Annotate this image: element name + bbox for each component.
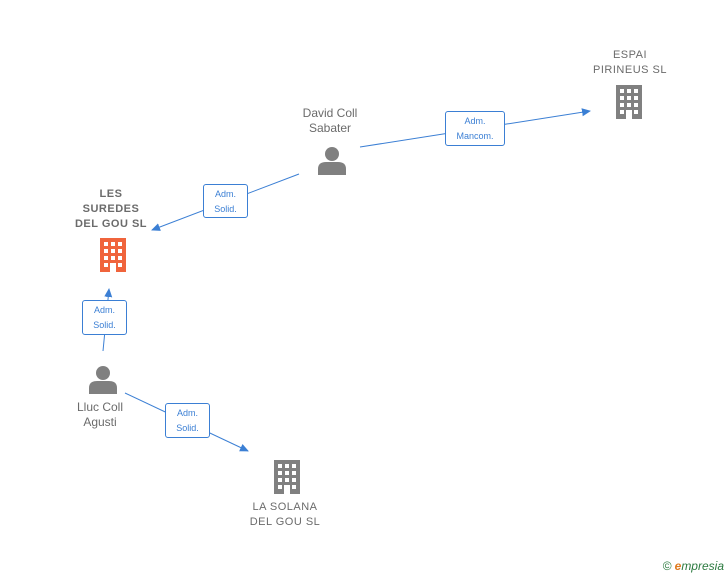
copyright-symbol: © [662,559,672,573]
edge-label-line2: Solid. [93,320,116,330]
building-icon[interactable] [97,238,129,272]
node-label-david-coll-sabater[interactable]: David Coll Sabater [302,106,358,135]
person-icon[interactable] [317,145,347,175]
edge-label-line2: Mancom. [456,131,494,141]
empresia-watermark: ©empresia [663,559,724,573]
node-label-la-solana[interactable]: LA SOLANA DEL GOU SL [249,501,321,528]
node-label-lluc-coll-agusti[interactable]: Lluc Coll Agusti [76,400,124,429]
edge-label-line1: Adm. [93,305,115,315]
edge-label-adm-mancom[interactable]: Adm. Mancom. [445,111,505,146]
edge-label-adm-solid-david[interactable]: Adm. Solid. [203,184,248,218]
edge-label-line1: Adm. [214,189,236,199]
edge-label-adm-solid-lluc-suredes[interactable]: Adm. Solid. [82,300,127,335]
edge-label-line2: Solid. [214,204,237,214]
node-label-espai-pirineus[interactable]: ESPAI PIRINEUS SL [593,49,667,76]
edge-label-line2: Solid. [176,423,199,433]
person-icon[interactable] [88,364,118,394]
building-icon[interactable] [272,460,302,494]
edge-label-line1: Adm. [464,116,486,126]
brand-name: mpresia [681,559,724,573]
edge-label-adm-solid-lluc-solana[interactable]: Adm. Solid. [165,403,210,438]
brand-initial: e [674,559,682,573]
building-icon[interactable] [614,85,644,119]
edge-label-line1: Adm. [176,408,198,418]
node-label-les-suredes[interactable]: LES SUREDES DEL GOU SL [74,188,148,230]
